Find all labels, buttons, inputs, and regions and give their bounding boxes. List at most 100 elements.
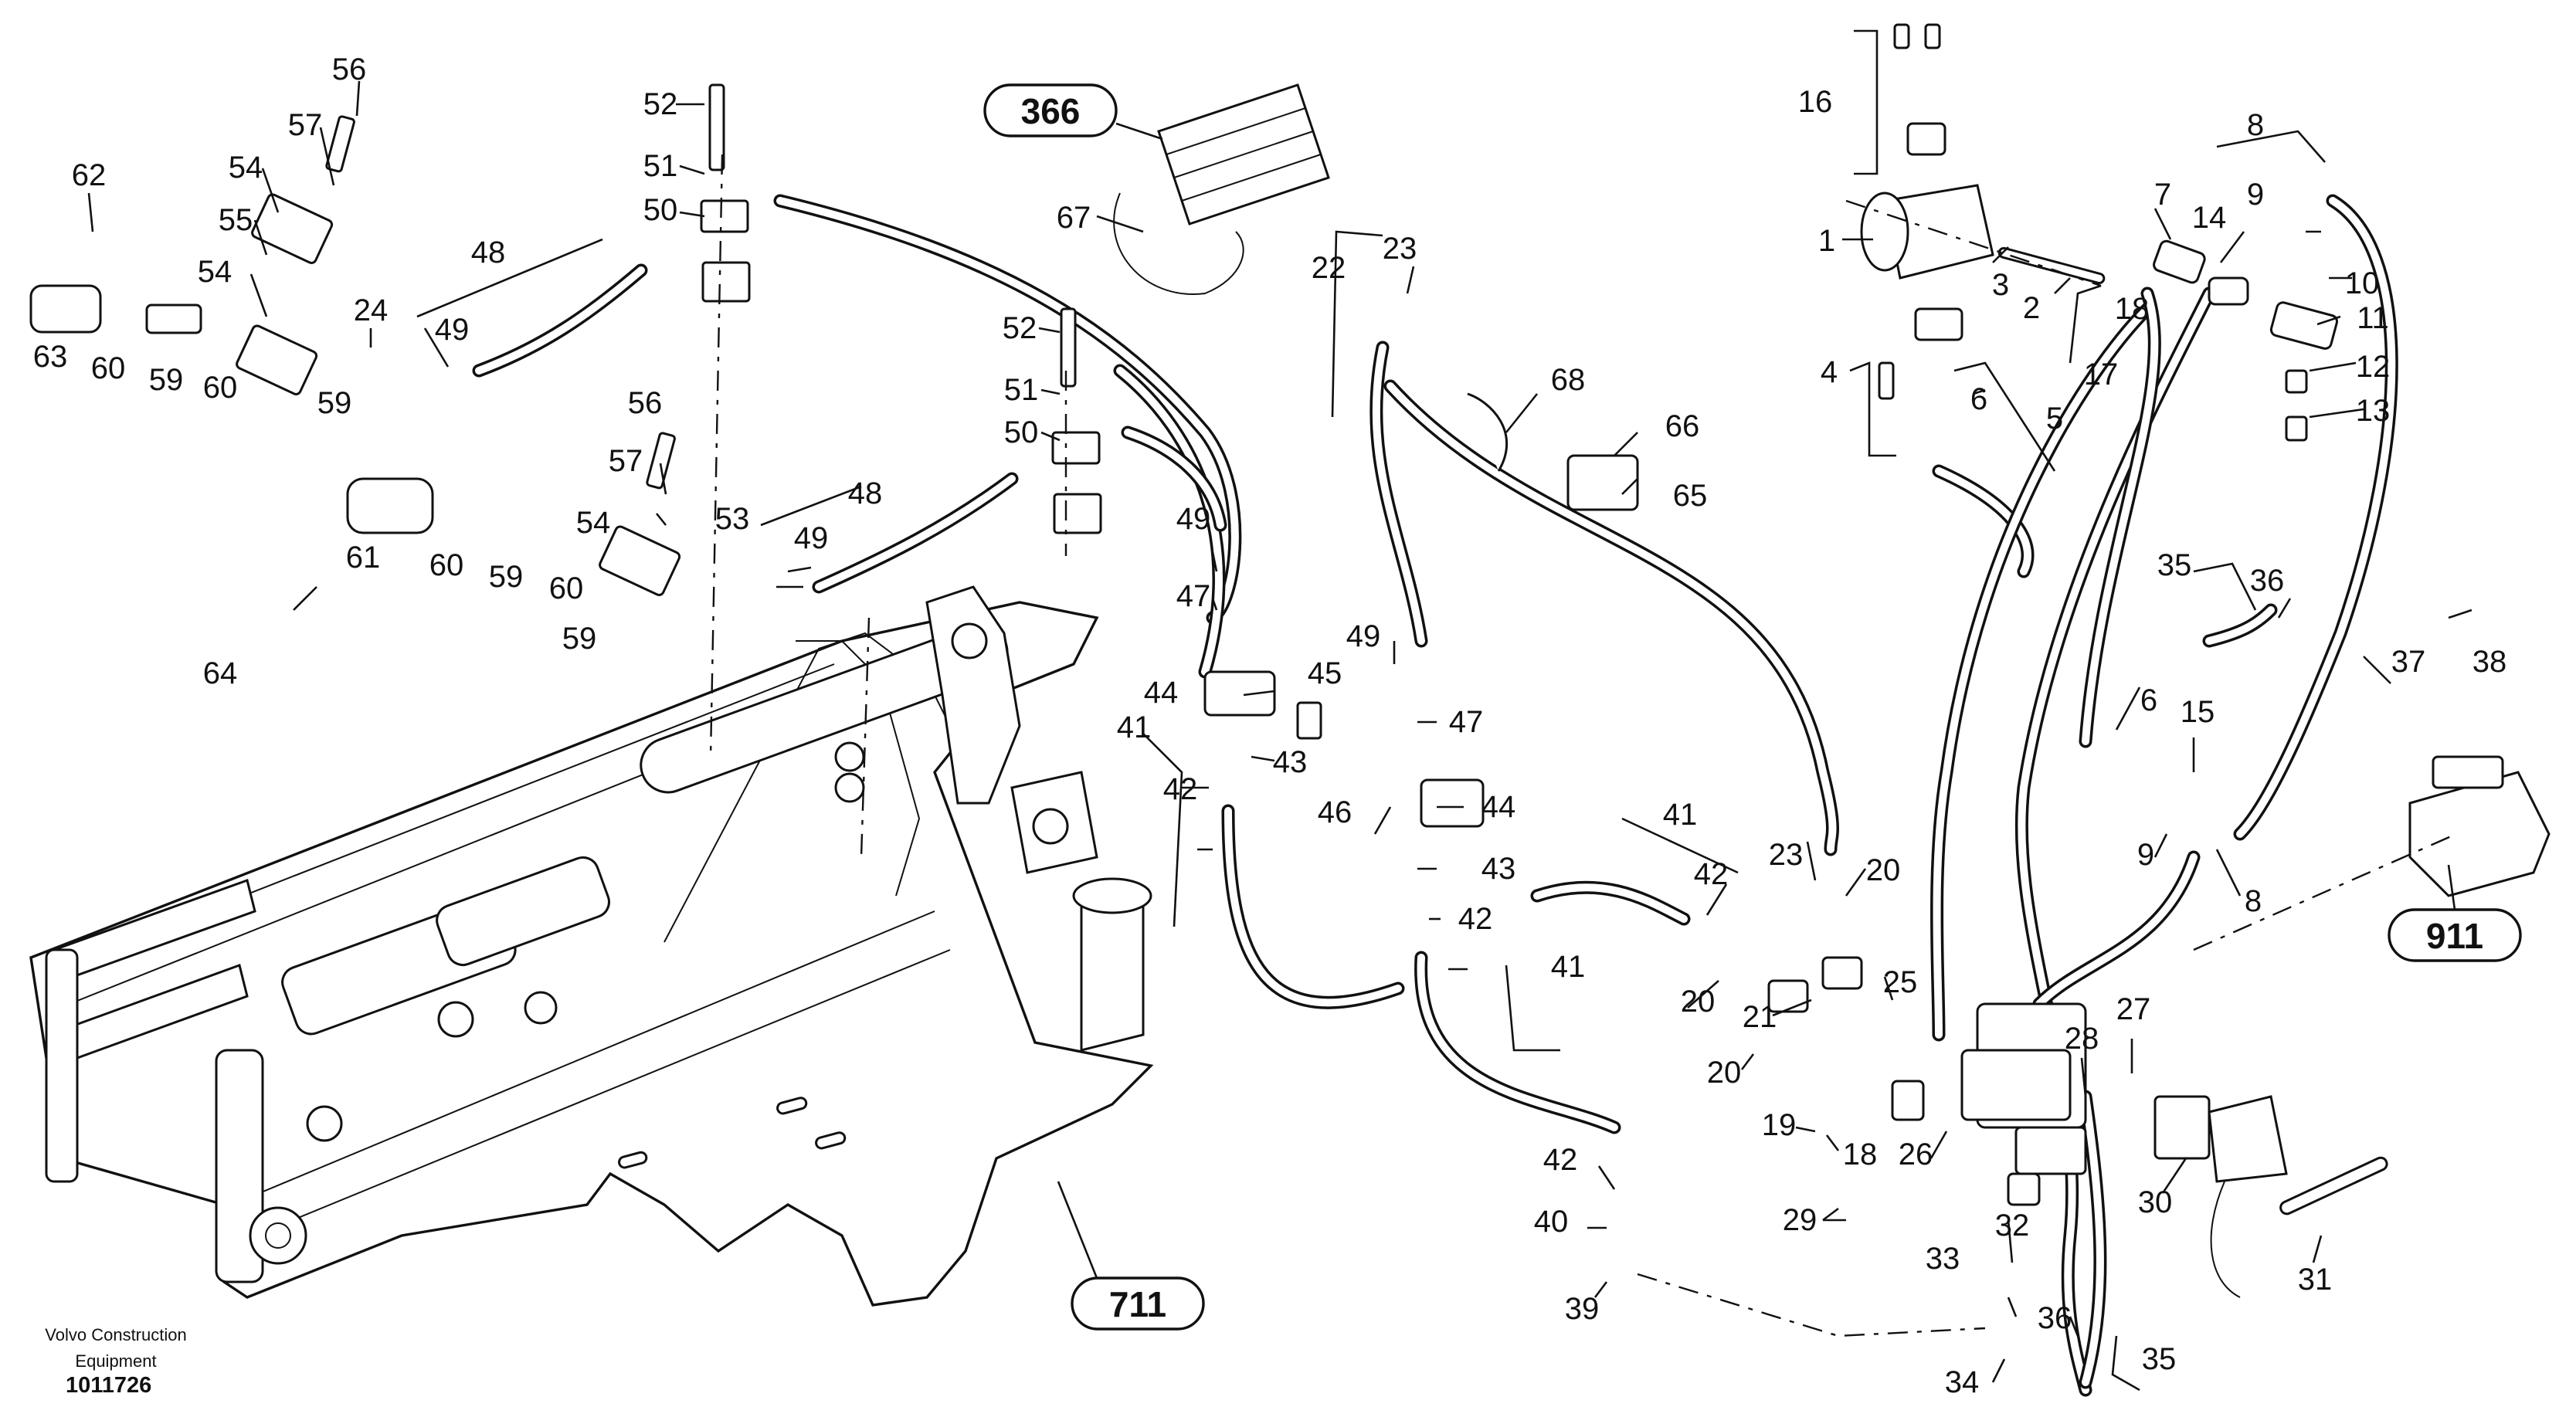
callout[interactable]: 43 (1273, 745, 1308, 779)
callout[interactable]: 23 (1769, 838, 1804, 872)
callout[interactable]: 17 (2084, 358, 2119, 392)
callout[interactable]: 42 (1458, 902, 1493, 936)
callout[interactable]: 18 (1843, 1137, 1878, 1171)
callout[interactable]: 44 (1144, 676, 1179, 710)
callout[interactable]: 59 (562, 622, 597, 656)
callout[interactable]: 27 (2116, 992, 2151, 1026)
callout[interactable]: 46 (1318, 795, 1352, 829)
callout[interactable]: 12 (2356, 350, 2391, 384)
callout[interactable]: 52 (1003, 311, 1037, 345)
callout[interactable]: 20 (1866, 853, 1901, 887)
callout[interactable]: 59 (317, 386, 352, 420)
callout[interactable]: 55 (219, 203, 253, 237)
callout[interactable]: 9 (2247, 178, 2264, 212)
callout[interactable]: 60 (203, 371, 238, 405)
callout[interactable]: 42 (1163, 772, 1198, 806)
callout[interactable]: 49 (1346, 619, 1381, 653)
callout[interactable]: 45 (1308, 656, 1342, 690)
callout[interactable]: 28 (2065, 1022, 2099, 1056)
callout[interactable]: 20 (1707, 1056, 1742, 1090)
callout[interactable]: 37 (2391, 645, 2426, 679)
callout[interactable]: 48 (471, 236, 506, 270)
callout[interactable]: 29 (1783, 1203, 1817, 1237)
callout[interactable]: 25 (1883, 965, 1918, 999)
callout[interactable]: 15 (2181, 695, 2215, 729)
callout[interactable]: 59 (489, 560, 524, 594)
callout[interactable]: 51 (643, 149, 678, 183)
callout[interactable]: 59 (149, 363, 184, 397)
callout[interactable]: 21 (1743, 1000, 1777, 1034)
callout[interactable]: 36 (2250, 564, 2285, 598)
callout[interactable]: 8 (2247, 108, 2264, 142)
callout[interactable]: 41 (1117, 710, 1152, 744)
callout[interactable]: 62 (72, 158, 107, 192)
ref-box-366[interactable]: 366 (983, 83, 1118, 137)
callout[interactable]: 23 (1383, 232, 1417, 266)
callout[interactable]: 16 (1798, 85, 1833, 119)
callout[interactable]: 49 (794, 521, 829, 555)
callout[interactable]: 6 (2140, 683, 2157, 717)
callout[interactable]: 52 (643, 87, 678, 121)
callout[interactable]: 1 (1818, 224, 1835, 258)
callout[interactable]: 24 (354, 293, 389, 327)
callout[interactable]: 22 (1312, 251, 1346, 285)
callout[interactable]: 60 (549, 571, 584, 605)
callout[interactable]: 38 (2472, 645, 2507, 679)
callout[interactable]: 33 (1926, 1242, 1960, 1276)
callout[interactable]: 54 (198, 255, 232, 289)
callout[interactable]: 26 (1899, 1137, 1933, 1171)
callout[interactable]: 8 (2245, 884, 2262, 918)
callout[interactable]: 42 (1694, 857, 1729, 891)
callout[interactable]: 49 (435, 313, 470, 347)
callout[interactable]: 54 (229, 151, 263, 185)
callout[interactable]: 11 (2357, 301, 2389, 335)
callout[interactable]: 44 (1481, 790, 1516, 824)
callout[interactable]: 56 (332, 53, 367, 86)
callout[interactable]: 50 (1004, 415, 1039, 449)
callout[interactable]: 39 (1565, 1292, 1600, 1326)
callout[interactable]: 2 (2023, 291, 2040, 325)
callout[interactable]: 63 (33, 340, 68, 374)
callout[interactable]: 34 (1945, 1365, 1980, 1399)
callout[interactable]: 30 (2138, 1185, 2173, 1219)
callout[interactable]: 32 (1995, 1209, 2030, 1243)
callout[interactable]: 47 (1449, 705, 1484, 739)
callout[interactable]: 53 (715, 502, 750, 536)
callout[interactable]: 68 (1551, 363, 1586, 397)
callout[interactable]: 57 (288, 108, 323, 142)
ref-box-911[interactable]: 911 (2388, 908, 2522, 962)
callout[interactable]: 67 (1057, 201, 1091, 235)
callout[interactable]: 48 (848, 476, 883, 510)
callout[interactable]: 7 (2154, 178, 2171, 212)
callout[interactable]: 41 (1663, 798, 1698, 832)
callout[interactable]: 36 (2038, 1301, 2072, 1335)
callout[interactable]: 64 (203, 656, 238, 690)
callout[interactable]: 47 (1176, 579, 1211, 613)
callout[interactable]: 51 (1004, 373, 1039, 407)
callout[interactable]: 3 (1992, 268, 2009, 302)
callout[interactable]: 10 (2345, 266, 2380, 300)
callout[interactable]: 5 (2046, 402, 2063, 436)
callout[interactable]: 14 (2192, 201, 2227, 235)
callout[interactable]: 13 (2356, 394, 2391, 428)
callout[interactable]: 60 (91, 351, 126, 385)
callout[interactable]: 50 (643, 193, 678, 227)
ref-box-711[interactable]: 711 (1071, 1276, 1205, 1331)
callout[interactable]: 20 (1681, 985, 1716, 1019)
callout[interactable]: 66 (1665, 409, 1700, 443)
callout[interactable]: 4 (1821, 355, 1838, 389)
callout[interactable]: 41 (1551, 950, 1586, 984)
callout[interactable]: 60 (429, 548, 464, 582)
callout[interactable]: 43 (1481, 852, 1516, 886)
callout[interactable]: 65 (1673, 479, 1708, 513)
callout[interactable]: 61 (346, 541, 381, 575)
callout[interactable]: 6 (1970, 382, 1987, 416)
callout[interactable]: 57 (609, 444, 643, 478)
callout[interactable]: 49 (1176, 502, 1211, 536)
callout[interactable]: 35 (2157, 548, 2192, 582)
callout[interactable]: 35 (2142, 1342, 2177, 1376)
callout[interactable]: 31 (2298, 1263, 2333, 1297)
callout[interactable]: 18 (2115, 292, 2150, 326)
callout[interactable]: 40 (1534, 1205, 1569, 1239)
callout[interactable]: 9 (2137, 838, 2154, 872)
